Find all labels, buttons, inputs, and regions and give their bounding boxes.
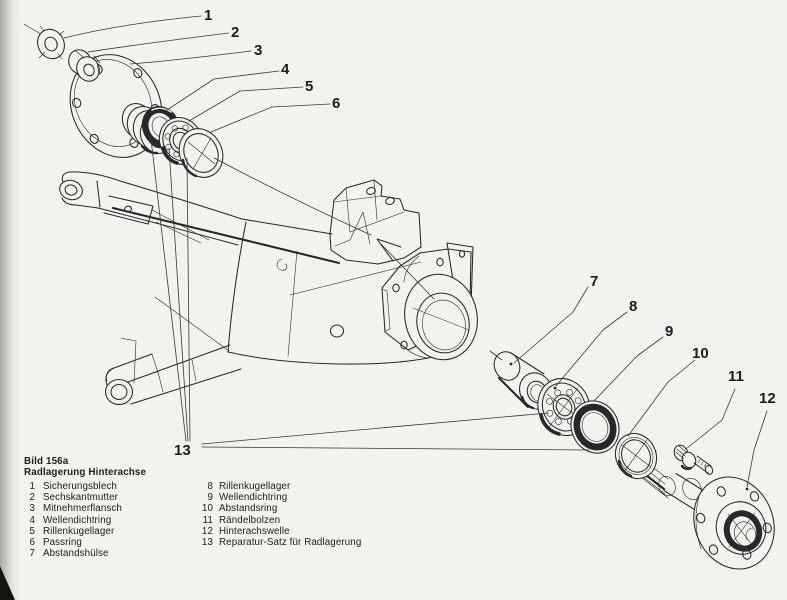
- figure-number: Bild 156a: [24, 456, 69, 467]
- knurled-bolt-part: [673, 444, 714, 475]
- callout-number-7: 7: [590, 273, 599, 290]
- axle-housing: [59, 171, 478, 406]
- callout-leader-lines: [63, 15, 768, 491]
- callout-number-10: 10: [692, 345, 709, 362]
- callout-number-5: 5: [305, 78, 314, 95]
- callout-number-12: 12: [759, 390, 776, 407]
- callout-number-6: 6: [332, 95, 341, 112]
- shaft-seal-right-part: [570, 400, 620, 454]
- assembly-direction-arrow-icon: [376, 238, 402, 262]
- hex-nut-part: [68, 49, 101, 82]
- callout-number-1: 1: [204, 7, 213, 24]
- callout-number-2: 2: [231, 24, 240, 41]
- lock-washer-part: [23, 23, 65, 60]
- repair-kit-leader-lines: [150, 138, 590, 451]
- callout-number-9: 9: [665, 323, 674, 340]
- callout-number-4: 4: [281, 61, 290, 78]
- callout-number-3: 3: [254, 42, 263, 59]
- callout-number-13: 13: [174, 442, 191, 459]
- rear-axle-shaft-part: [626, 451, 775, 570]
- assembly-guide-lines: [213, 157, 503, 361]
- spacer-ring-part: [614, 432, 658, 480]
- callout-number-11: 11: [728, 368, 744, 385]
- callout-number-8: 8: [629, 298, 638, 315]
- figure-title: Radlagerung Hinterachse: [24, 467, 147, 478]
